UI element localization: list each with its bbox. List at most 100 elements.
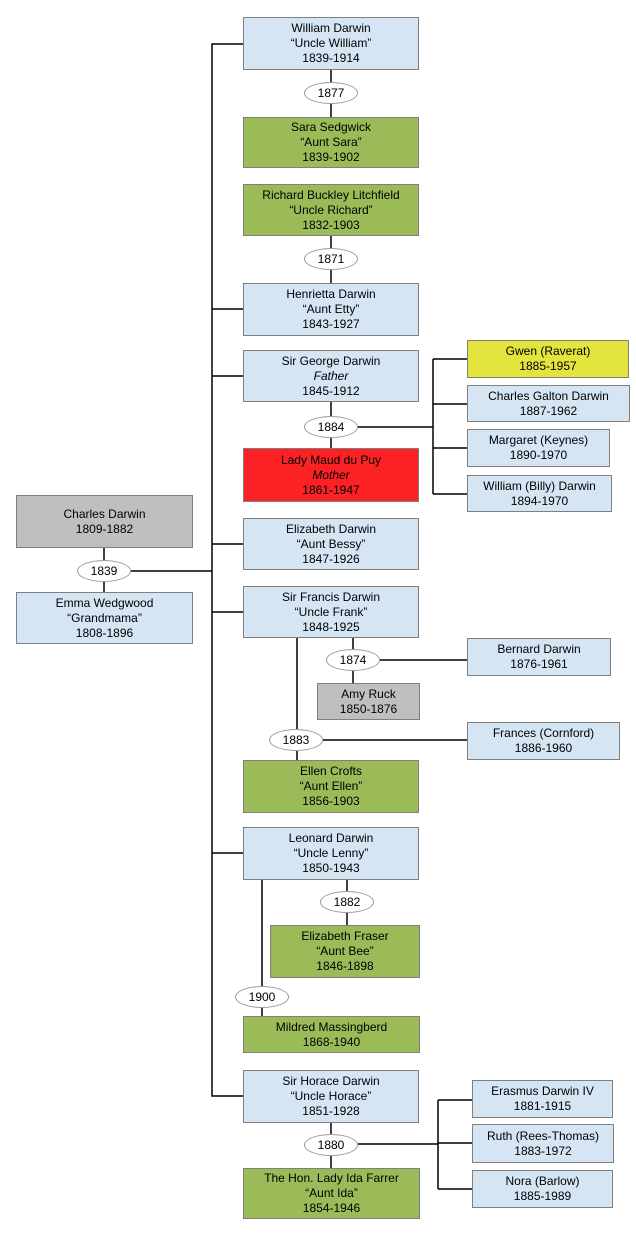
person-box-ida-farrer: The Hon. Lady Ida Farrer “Aunt Ida” 1854…: [243, 1168, 420, 1219]
person-years: 1883-1972: [514, 1143, 572, 1158]
francis-ellen-marriage-line: [296, 638, 467, 760]
person-box-george-darwin: Sir George Darwin Father 1845-1912: [243, 350, 419, 402]
person-role: Mother: [312, 467, 350, 482]
person-years: 1861-1947: [302, 482, 360, 497]
person-nickname: “Uncle William”: [290, 36, 372, 50]
person-name: Gwen (Raverat): [505, 344, 591, 358]
person-years: 1856-1903: [302, 794, 360, 808]
sibling-trunk-line: [211, 43, 243, 1097]
person-name: Amy Ruck: [341, 686, 396, 701]
person-name: Margaret (Keynes): [488, 433, 589, 447]
person-nickname: “Uncle Horace”: [290, 1089, 372, 1103]
person-nickname: “Aunt Etty”: [302, 302, 360, 316]
person-name: Mildred Massingberd: [275, 1019, 388, 1034]
marriage-oval-1871: 1871: [304, 248, 358, 270]
person-box-leonard-darwin: Leonard Darwin “Uncle Lenny” 1850-1943: [243, 827, 419, 880]
person-box-gwen-raverat: Gwen (Raverat) 1885-1957: [467, 340, 629, 378]
person-nickname: “Uncle Richard”: [289, 202, 373, 217]
marriage-oval-1884: 1884: [304, 416, 358, 438]
person-box-horace-darwin: Sir Horace Darwin “Uncle Horace” 1851-19…: [243, 1070, 419, 1123]
person-box-richard-litchfield: Richard Buckley Litchfield “Uncle Richar…: [243, 184, 419, 236]
person-box-ruth-rees-thomas: Ruth (Rees-Thomas) 1883-1972: [472, 1124, 614, 1163]
person-years: 1885-1957: [519, 359, 577, 373]
person-box-henrietta-darwin: Henrietta Darwin “Aunt Etty” 1843-1927: [243, 283, 419, 336]
person-nickname: “Aunt Bee”: [316, 944, 374, 958]
marriage-oval-1839: 1839: [77, 560, 131, 582]
person-box-william-billy-darwin: William (Billy) Darwin 1894-1970: [467, 475, 612, 512]
person-nickname: “Grandmama”: [67, 610, 142, 625]
person-box-ellen-crofts: Ellen Crofts “Aunt Ellen” 1856-1903: [243, 760, 419, 813]
person-years: 1809-1882: [75, 521, 134, 536]
person-name: Elizabeth Fraser: [301, 929, 389, 943]
person-nickname: “Uncle Lenny”: [293, 846, 369, 860]
marriage-oval-1883: 1883: [269, 729, 323, 751]
person-nickname: “Aunt Ida”: [305, 1186, 358, 1200]
person-role: Father: [313, 368, 349, 383]
person-years: 1850-1876: [339, 701, 398, 716]
person-years: 1839-1902: [302, 150, 360, 164]
person-years: 1846-1898: [316, 959, 374, 973]
person-box-frances-cornford: Frances (Cornford) 1886-1960: [467, 722, 620, 760]
person-years: 1839-1914: [302, 51, 360, 65]
person-years: 1876-1961: [510, 657, 568, 671]
person-years: 1854-1946: [302, 1201, 361, 1215]
person-years: 1848-1925: [302, 619, 360, 634]
person-years: 1845-1912: [302, 383, 360, 398]
person-years: 1894-1970: [510, 493, 569, 508]
person-box-nora-barlow: Nora (Barlow) 1885-1989: [472, 1170, 613, 1208]
person-years: 1890-1970: [509, 448, 568, 462]
person-name: Bernard Darwin: [497, 642, 581, 656]
person-years: 1887-1962: [519, 403, 578, 418]
person-years: 1808-1896: [75, 625, 134, 640]
person-name: Charles Darwin: [63, 506, 146, 521]
person-years: 1843-1927: [302, 317, 360, 331]
person-years: 1881-1915: [513, 1099, 572, 1113]
person-box-sara-sedgwick: Sara Sedgwick “Aunt Sara” 1839-1902: [243, 117, 419, 168]
person-name: Henrietta Darwin: [286, 287, 376, 301]
person-box-francis-darwin: Sir Francis Darwin “Uncle Frank” 1848-19…: [243, 586, 419, 638]
person-years: 1886-1960: [514, 741, 573, 755]
person-years: 1850-1943: [302, 861, 360, 875]
person-name: Ruth (Rees-Thomas): [486, 1128, 600, 1143]
george-children-bracket: [358, 358, 467, 495]
person-nickname: “Uncle Frank”: [294, 604, 368, 619]
marriage-oval-1900: 1900: [235, 986, 289, 1008]
person-box-maud-du-puy: Lady Maud du Puy Mother 1861-1947: [243, 448, 419, 502]
person-box-margaret-keynes: Margaret (Keynes) 1890-1970: [467, 429, 610, 467]
marriage-oval-1880: 1880: [304, 1134, 358, 1156]
person-name: Sir George Darwin: [281, 353, 381, 368]
person-years: 1868-1940: [302, 1034, 361, 1049]
person-name: The Hon. Lady Ida Farrer: [264, 1171, 399, 1185]
person-name: Ellen Crofts: [299, 764, 363, 778]
charles-emma-marriage-line: [103, 548, 212, 592]
francis-amy-marriage-line: [352, 638, 467, 683]
person-box-elizabeth-darwin: Elizabeth Darwin “Aunt Bessy” 1847-1926: [243, 518, 419, 570]
person-name: Sara Sedgwick: [290, 120, 372, 134]
person-name: Emma Wedgwood: [55, 595, 154, 610]
person-box-elizabeth-fraser: Elizabeth Fraser “Aunt Bee” 1846-1898: [270, 925, 420, 978]
person-years: 1851-1928: [302, 1104, 360, 1118]
person-box-erasmus-darwin-iv: Erasmus Darwin IV 1881-1915: [472, 1080, 613, 1118]
person-name: Leonard Darwin: [288, 831, 374, 845]
person-box-william-darwin: William Darwin “Uncle William” 1839-1914: [243, 17, 419, 70]
person-name: Erasmus Darwin IV: [491, 1084, 594, 1098]
person-box-bernard-darwin: Bernard Darwin 1876-1961: [467, 638, 611, 676]
person-name: Frances (Cornford): [492, 726, 595, 740]
marriage-oval-1877: 1877: [304, 82, 358, 104]
marriage-oval-1874: 1874: [326, 649, 380, 671]
person-years: 1885-1989: [513, 1189, 572, 1203]
person-box-mildred-massingberd: Mildred Massingberd 1868-1940: [243, 1016, 420, 1053]
person-name: Lady Maud du Puy: [280, 452, 382, 467]
person-nickname: “Aunt Ellen”: [299, 779, 363, 793]
person-box-emma-wedgwood: Emma Wedgwood “Grandmama” 1808-1896: [16, 592, 193, 644]
person-box-charles-darwin: Charles Darwin 1809-1882: [16, 495, 193, 548]
person-box-charles-galton-darwin: Charles Galton Darwin 1887-1962: [467, 385, 630, 422]
person-name: Sir Francis Darwin: [281, 589, 380, 604]
person-name: Charles Galton Darwin: [488, 388, 609, 403]
person-nickname: “Aunt Bessy”: [296, 536, 366, 551]
person-name: Richard Buckley Litchfield: [262, 187, 400, 202]
person-years: 1847-1926: [302, 551, 360, 566]
person-name: Sir Horace Darwin: [282, 1074, 380, 1088]
